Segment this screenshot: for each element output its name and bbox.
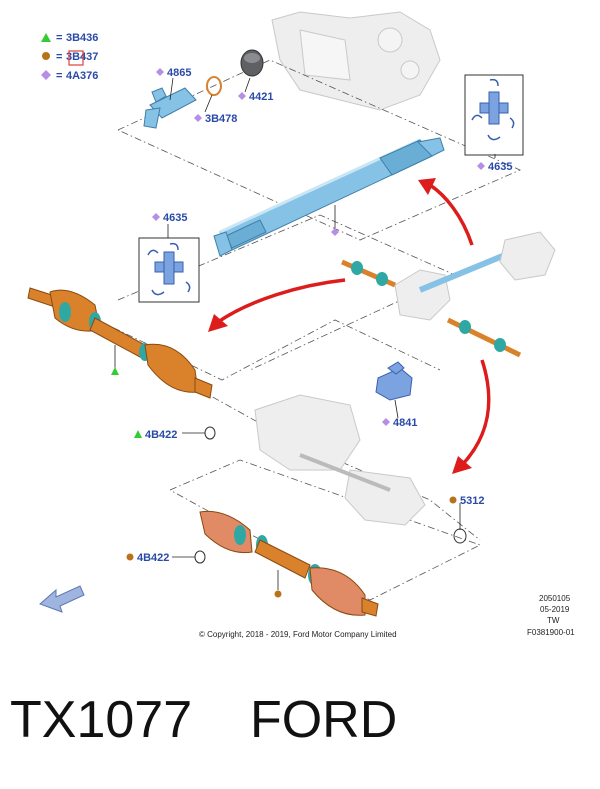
legend-diamond-eq: = <box>56 70 62 82</box>
marker-halfshaft-triangle <box>111 367 119 375</box>
marker-4b422-lower-circle <box>126 553 134 561</box>
exploded-driveline-diagram: = 3B436 = 3B437 = 4A376 <box>27 11 575 639</box>
legend-circle-code: 3B437 <box>66 51 98 63</box>
o-ring-part <box>206 76 222 96</box>
info-code: 2050105 <box>539 594 571 603</box>
highlight-box <box>68 50 84 66</box>
overview-driveline <box>341 231 556 358</box>
flange-yoke-part <box>375 361 413 401</box>
marker-3b478-diamond <box>194 114 202 122</box>
info-figure: F0381900-01 <box>527 628 575 637</box>
legend-circle-eq: = <box>56 51 62 63</box>
footer-caption: TX1077 FORD <box>10 690 590 760</box>
marker-lower-halfshaft-circle <box>274 590 282 598</box>
label-4421: 4421 <box>249 91 273 103</box>
copyright-text: © Copyright, 2018 - 2019, Ford Motor Com… <box>199 630 397 639</box>
label-3b478: 3B478 <box>205 113 237 125</box>
transfer-case-top <box>271 11 441 111</box>
marker-4635-left-diamond <box>152 213 160 221</box>
ujoint-kit-top <box>464 74 524 156</box>
legend-circle-symbol <box>42 52 50 60</box>
footer-gap <box>192 691 250 749</box>
center-bearing-part <box>240 49 264 77</box>
leader-lines <box>114 77 496 590</box>
label-4635-left: 4635 <box>163 212 187 224</box>
rear-drive-unit <box>254 394 426 526</box>
legend-triangle-eq: = <box>56 32 62 44</box>
label-4865: 4865 <box>167 67 191 79</box>
marker-5312-circle <box>449 496 457 504</box>
marker-4841-diamond <box>382 418 390 426</box>
marker-4421-diamond <box>238 92 246 100</box>
marker-4865-diamond <box>156 68 164 76</box>
label-4635-top: 4635 <box>488 161 512 173</box>
callout-markers <box>111 68 485 598</box>
footer-model: TX1077 <box>10 691 193 749</box>
legend-diamond-code: 4A376 <box>66 70 98 82</box>
flow-arrows <box>217 183 491 467</box>
label-4b422-lower: 4B422 <box>137 552 169 564</box>
info-date: 05-2019 <box>540 605 570 614</box>
halfshaft-upper <box>27 287 213 399</box>
footer-brand: FORD <box>249 691 398 749</box>
circlip-lower <box>194 550 206 564</box>
marker-4b422-upper-triangle <box>134 430 142 438</box>
legend-triangle-code: 3B436 <box>66 32 98 44</box>
label-4841: 4841 <box>393 417 417 429</box>
info-initials: TW <box>547 616 560 625</box>
yoke-part <box>143 87 197 129</box>
seal-ring <box>453 528 467 544</box>
back-arrow-icon[interactable] <box>39 585 85 613</box>
marker-4635-top-diamond <box>477 162 485 170</box>
part-labels: 4865 3B478 4421 4635 4635 4B422 4841 531… <box>137 67 512 564</box>
propeller-shaft <box>213 137 445 257</box>
legend: = 3B436 = 3B437 = 4A376 <box>41 32 98 82</box>
label-4b422-upper: 4B422 <box>145 429 177 441</box>
legend-diamond-symbol <box>41 70 51 80</box>
flow-arrowheads <box>208 178 472 474</box>
circlip-upper <box>204 426 216 440</box>
drawing-info: 2050105 05-2019 TW F0381900-01 <box>527 594 575 637</box>
ujoint-kit-left <box>138 237 200 303</box>
label-5312: 5312 <box>460 495 484 507</box>
halfshaft-lower <box>199 510 379 617</box>
legend-triangle-symbol <box>41 33 51 42</box>
marker-shaft-diamond <box>331 228 339 236</box>
assembly-outlines <box>34 59 521 601</box>
